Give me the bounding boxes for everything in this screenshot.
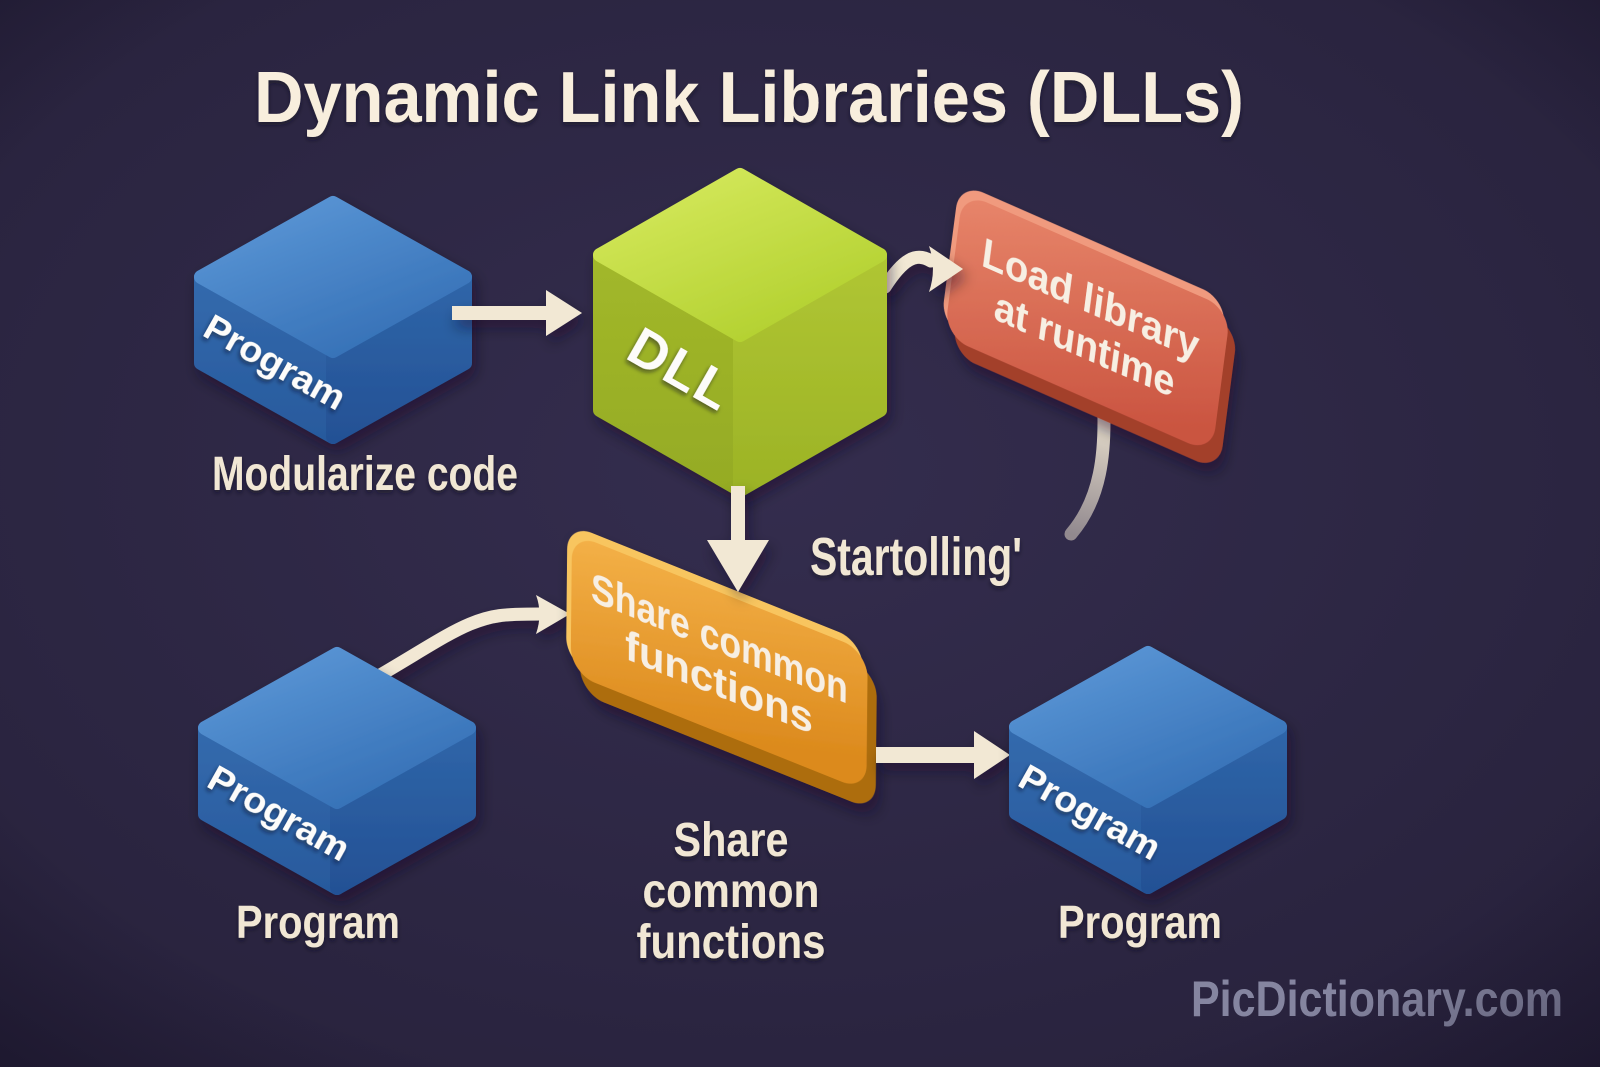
page-title: Dynamic Link Libraries (DLLs) xyxy=(254,58,1244,138)
share-caption-line3: functions xyxy=(637,916,826,969)
share-caption-line1: Share xyxy=(674,814,789,867)
startolling-annotation: Startolling' xyxy=(810,527,1022,587)
program-bl-caption: Program xyxy=(236,896,400,948)
modularize-code-caption: Modularize code xyxy=(212,448,518,501)
watermark: PicDictionary.com xyxy=(1191,971,1563,1027)
program-br-caption: Program xyxy=(1058,896,1222,948)
share-caption-line2: common xyxy=(643,865,820,918)
